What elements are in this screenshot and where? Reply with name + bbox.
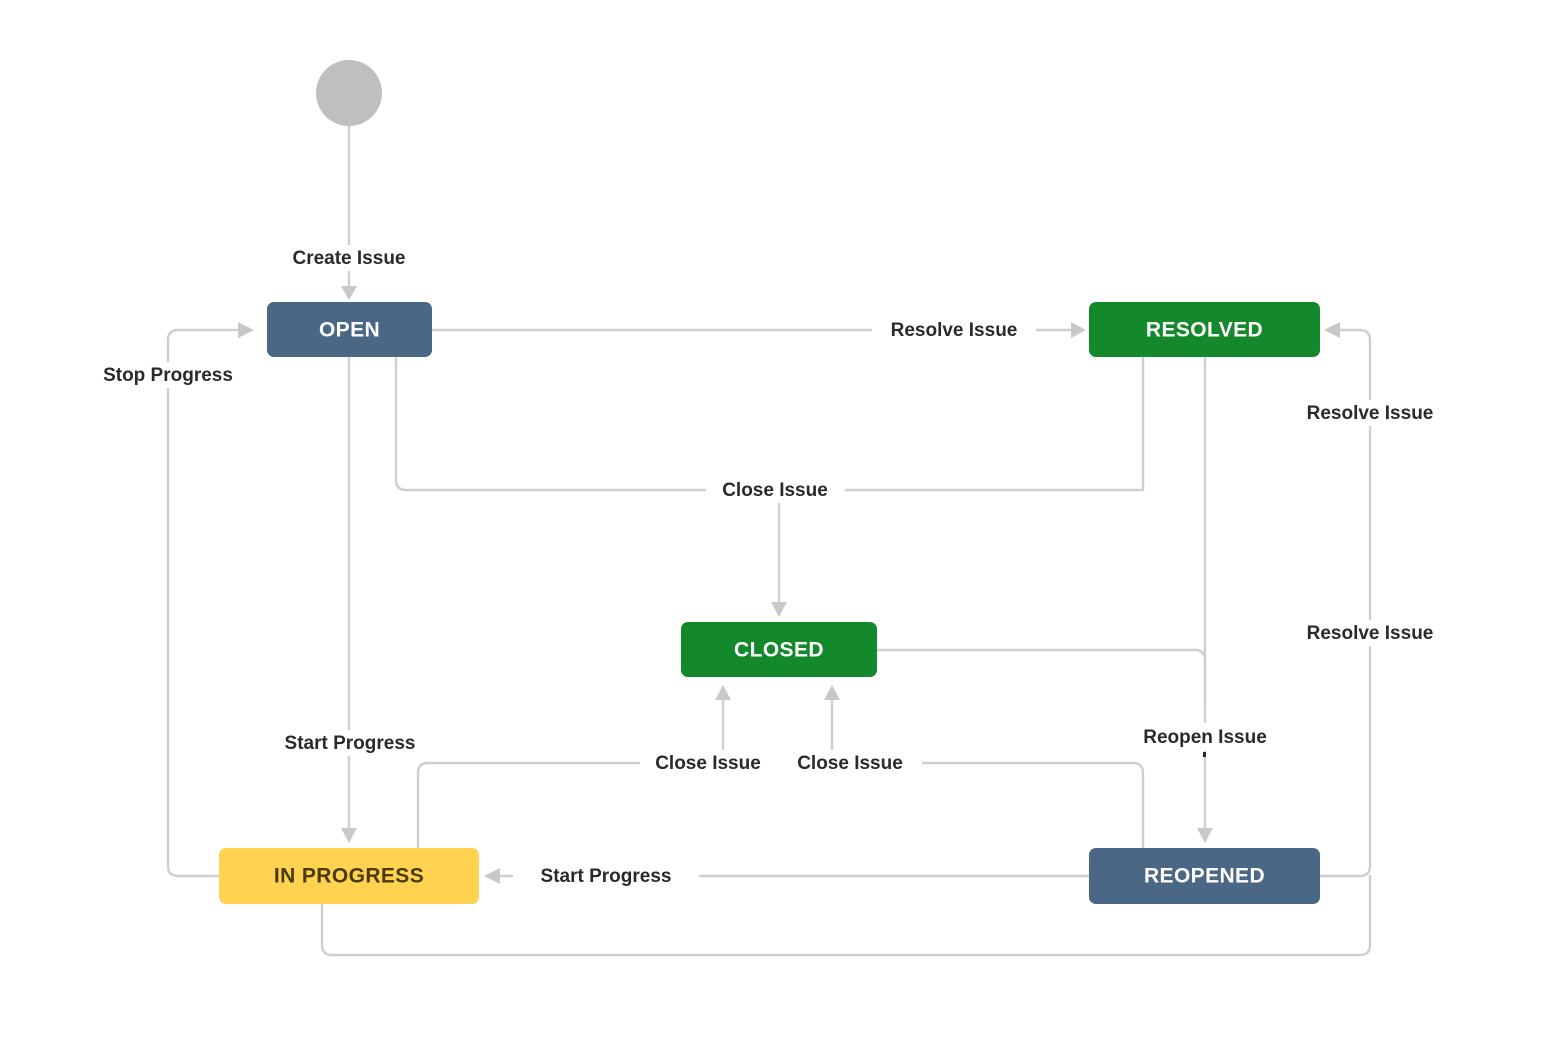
nodes-layer: OPEN RESOLVED CLOSED IN PROGRESS REOPENE… xyxy=(219,60,1320,904)
edge-label-resolve-issue-reopened-text: Resolve Issue xyxy=(1307,403,1434,424)
edge-label-reopen-issue: Reopen Issue xyxy=(1124,723,1286,757)
arrowhead-close-issue-open xyxy=(771,602,787,617)
node-reopened[interactable]: REOPENED xyxy=(1089,848,1320,904)
edge-resolve-issue-reopened xyxy=(1318,328,1372,878)
reopen-issue-tick xyxy=(1203,752,1206,757)
edge-label-close-issue-open: Close Issue xyxy=(706,477,845,503)
edge-label-start-progress-reopened-text: Start Progress xyxy=(541,866,672,887)
edge-label-start-progress-open-text: Start Progress xyxy=(285,733,416,754)
node-in-progress-label: IN PROGRESS xyxy=(274,865,424,888)
arrowhead-resolve-issue-reopened xyxy=(1324,322,1340,338)
edge-labels-layer: Create Issue Resolve Issue Stop Progress… xyxy=(85,245,1452,889)
edge-label-close-issue-open-text: Close Issue xyxy=(722,480,828,501)
edge-label-create-issue-text: Create Issue xyxy=(292,248,405,269)
node-closed-rect[interactable] xyxy=(681,622,877,677)
node-in-progress-rect[interactable] xyxy=(219,848,479,904)
edge-label-start-progress-reopened: Start Progress xyxy=(522,863,690,889)
edge-closed-right-rail xyxy=(875,648,1207,702)
edge-label-close-issue-reopened: Close Issue xyxy=(783,750,922,776)
edge-label-reopen-issue-text: Reopen Issue xyxy=(1143,727,1267,748)
node-resolved[interactable]: RESOLVED xyxy=(1089,302,1320,357)
node-reopened-label: REOPENED xyxy=(1144,865,1265,888)
edge-close-issue-open xyxy=(394,355,1145,492)
start-node-circle[interactable] xyxy=(316,60,382,126)
node-in-progress[interactable]: IN PROGRESS xyxy=(219,848,479,904)
arrowhead-close-issue-progress xyxy=(715,685,731,700)
node-resolved-label: RESOLVED xyxy=(1146,319,1263,342)
edge-close-issue-reopened xyxy=(908,761,1145,850)
edge-label-close-issue-progress: Close Issue xyxy=(640,750,779,776)
node-closed-label: CLOSED xyxy=(734,639,824,662)
edge-label-resolve-issue-open-text: Resolve Issue xyxy=(891,320,1018,341)
arrowhead-reopen-issue xyxy=(1197,828,1213,843)
node-open-rect[interactable] xyxy=(267,302,432,357)
edge-label-resolve-issue-open: Resolve Issue xyxy=(872,317,1036,343)
arrowhead-start-progress-reopened xyxy=(484,868,500,884)
edge-label-resolve-issue-progress: Resolve Issue xyxy=(1288,620,1452,646)
node-open-label: OPEN xyxy=(319,319,380,342)
edge-resolve-issue-progress xyxy=(320,874,1372,957)
arrowhead-stop-progress xyxy=(238,322,254,338)
node-resolved-rect[interactable] xyxy=(1089,302,1320,357)
arrowhead-close-issue-reopened xyxy=(824,685,840,700)
node-reopened-rect[interactable] xyxy=(1089,848,1320,904)
edge-label-resolve-issue-reopened: Resolve Issue xyxy=(1288,400,1452,426)
arrowhead-create-issue xyxy=(341,286,357,300)
edge-label-start-progress-open: Start Progress xyxy=(266,730,434,756)
edge-label-close-issue-reopened-text: Close Issue xyxy=(797,753,903,774)
edge-label-create-issue: Create Issue xyxy=(277,245,422,271)
edge-label-resolve-issue-progress-text: Resolve Issue xyxy=(1307,623,1434,644)
node-open[interactable]: OPEN xyxy=(267,302,432,357)
arrowhead-start-progress-open xyxy=(341,828,357,843)
edge-stop-progress xyxy=(166,328,240,878)
edge-label-close-issue-progress-text: Close Issue xyxy=(655,753,761,774)
node-closed[interactable]: CLOSED xyxy=(681,622,877,677)
arrowhead-resolve-issue-open xyxy=(1071,322,1086,338)
edge-label-stop-progress-text: Stop Progress xyxy=(103,365,233,386)
edge-close-issue-progress xyxy=(416,761,650,850)
edge-label-stop-progress: Stop Progress xyxy=(85,362,251,388)
